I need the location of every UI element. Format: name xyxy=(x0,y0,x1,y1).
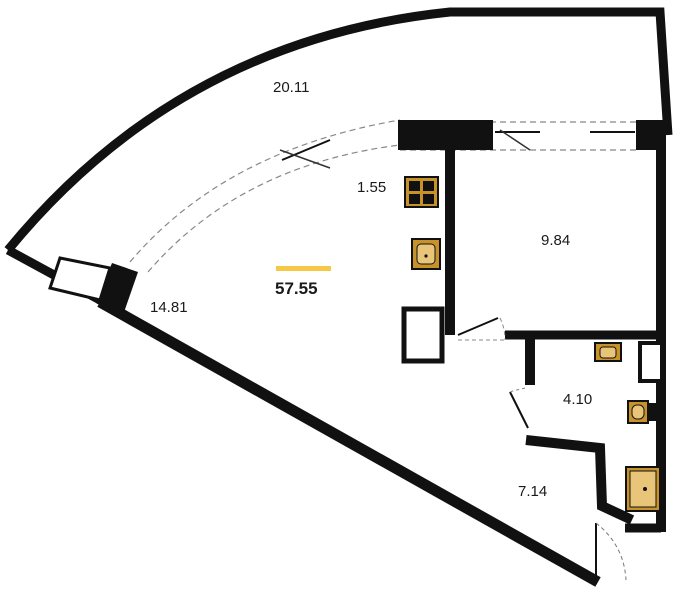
bathroom-door-leaf xyxy=(509,391,529,429)
balcony-door-swing xyxy=(279,129,531,169)
entry-door-swing xyxy=(595,522,627,581)
room-label-bathroom: 4.10 xyxy=(563,391,592,408)
bathroom-lower-wall xyxy=(525,435,635,525)
balcony-door-1 xyxy=(281,139,331,161)
toilet-icon xyxy=(627,400,658,424)
washbasin-icon xyxy=(594,342,622,362)
stove-icon xyxy=(404,176,439,208)
glazing-inner xyxy=(147,144,401,273)
kitchen-sink-icon xyxy=(411,238,441,270)
total-area-label: 57.55 xyxy=(275,279,318,298)
room-label-terrace: 20.11 xyxy=(273,79,309,96)
room-label-kitchen: 1.55 xyxy=(357,179,386,196)
room-label-bedroom: 9.84 xyxy=(541,232,570,249)
shaft xyxy=(638,341,664,383)
room-label-living: 14.81 xyxy=(150,299,188,316)
bedroom-door-leaf xyxy=(457,317,499,336)
storage-box xyxy=(48,256,112,302)
total-area-bar xyxy=(276,266,331,271)
closet xyxy=(401,306,445,364)
exterior-wall-diagonal xyxy=(97,297,601,587)
wall-pillar-right xyxy=(636,120,666,150)
terrace-outline xyxy=(4,7,673,253)
room-label-hall: 7.14 xyxy=(518,483,547,500)
wall-pillar-center xyxy=(398,120,493,150)
bedroom-door-swing xyxy=(458,317,506,341)
shower-icon xyxy=(625,466,661,512)
bathroom-door-swing xyxy=(509,387,526,393)
